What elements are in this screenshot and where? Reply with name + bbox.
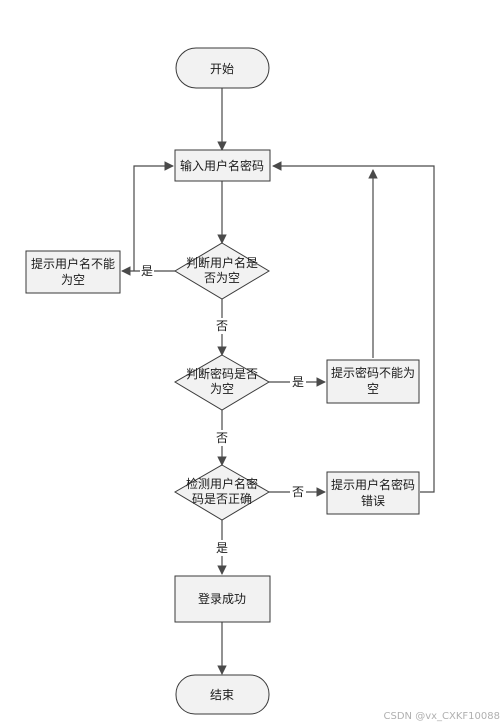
check-pwd-decision [174, 354, 270, 411]
label-pwd-no: 否 [216, 431, 228, 445]
pwd-empty-node [326, 359, 420, 404]
label-user-no: 否 [216, 319, 228, 333]
input-text: 输入用户名密码 [180, 158, 264, 173]
end-node [175, 674, 270, 715]
label-pwd-yes: 是 [292, 375, 304, 389]
watermark: CSDN @vx_CXKF10088 [384, 711, 500, 722]
check-user-text-1: 判断用户名是 [186, 255, 258, 270]
user-empty-node [25, 250, 121, 294]
check-pwd-text-1: 判断密码是否 [186, 366, 258, 381]
edge-userempty-input [133, 161, 174, 271]
check-pwd-text-2: 为空 [210, 382, 234, 396]
verify-text-1: 检测用户名密 [186, 476, 258, 491]
wrong-text-1: 提示用户名密码 [331, 477, 415, 492]
wrong-text-2: 错误 [361, 494, 385, 508]
success-node [174, 575, 271, 623]
wrong-node [326, 471, 420, 515]
label-verify-no: 否 [292, 485, 304, 499]
success-text: 登录成功 [198, 591, 246, 606]
label-user-yes: 是 [141, 264, 153, 278]
user-empty-text-1: 提示用户名不能 [31, 256, 115, 271]
check-user-text-2: 否为空 [204, 271, 240, 285]
edge-wrong-input [272, 161, 435, 493]
user-empty-text-2: 为空 [61, 273, 85, 287]
start-text: 开始 [210, 62, 234, 76]
end-text: 结束 [210, 688, 234, 702]
pwd-empty-text-1: 提示密码不能为 [331, 365, 415, 380]
start-node [175, 47, 270, 89]
label-verify-yes: 是 [216, 541, 228, 555]
input-node [174, 149, 271, 182]
verify-decision [174, 464, 270, 521]
check-user-decision [174, 242, 270, 300]
verify-text-2: 码是否正确 [192, 492, 252, 506]
pwd-empty-text-2: 空 [367, 382, 379, 396]
